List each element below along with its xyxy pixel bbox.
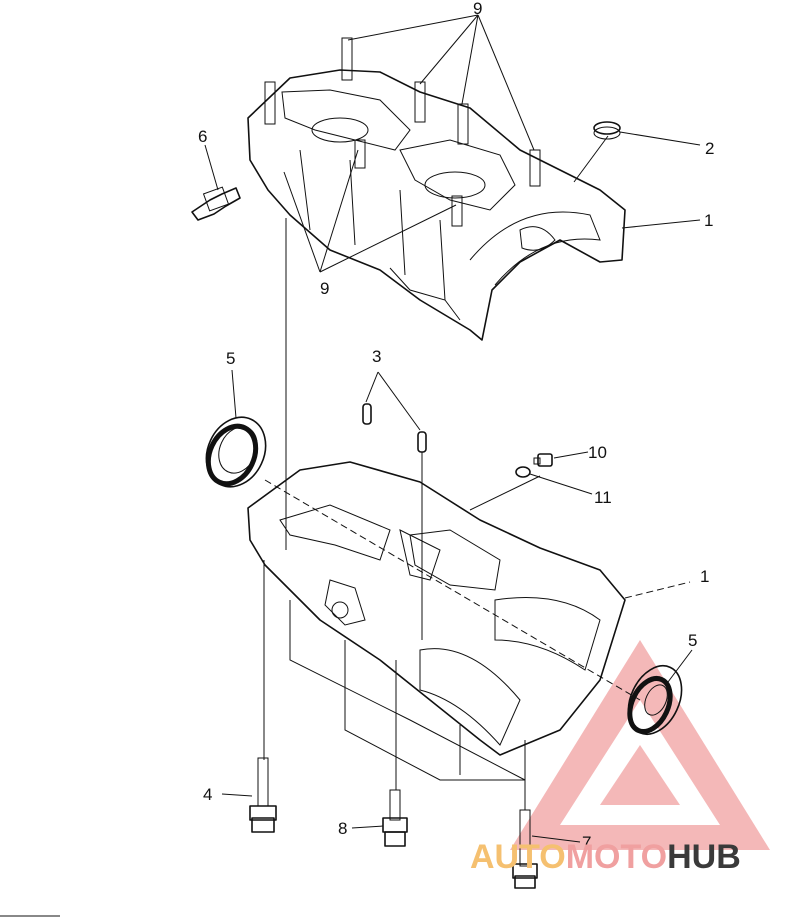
part-2-plug xyxy=(593,121,621,140)
watermark-logo xyxy=(510,640,770,850)
part-11-washer xyxy=(515,466,531,478)
watermark-wordmark: AUTOMOTOHUB xyxy=(470,838,741,876)
watermark-triangle-core xyxy=(600,745,680,805)
callout-9-top: 9 xyxy=(473,0,482,18)
part-6-sender xyxy=(191,186,241,221)
callout-1-top: 1 xyxy=(704,211,713,230)
cylinder-studs xyxy=(264,37,541,227)
callout-5-right: 5 xyxy=(688,631,697,650)
callout-2: 2 xyxy=(705,139,714,158)
alignment-lines xyxy=(263,218,691,810)
part-5-seal-left xyxy=(205,416,267,488)
callout-3: 3 xyxy=(372,347,381,366)
callout-5-left: 5 xyxy=(226,349,235,368)
svg-text:AUTOMOTOHUB: AUTOMOTOHUB xyxy=(470,838,741,876)
callout-1-bottom: 1 xyxy=(700,567,709,586)
callout-11: 11 xyxy=(594,488,612,507)
callout-9-bottom: 9 xyxy=(320,279,329,298)
leader-lines xyxy=(204,14,701,843)
watermark-moto: MOTO xyxy=(566,838,667,876)
part-4-bolt xyxy=(249,757,277,833)
watermark-hub: HUB xyxy=(667,838,741,876)
callout-8: 8 xyxy=(338,819,347,838)
part-3-dowels xyxy=(362,403,427,453)
part-10-bolt xyxy=(533,453,553,467)
part-7-bolt xyxy=(512,809,538,889)
callout-4: 4 xyxy=(203,785,212,804)
lower-crankcase xyxy=(247,461,626,781)
watermark-auto: AUTO xyxy=(470,838,566,876)
callout-labels: 9 2 6 1 9 3 5 10 11 1 5 4 8 7 xyxy=(198,0,714,852)
part-5-seal-right xyxy=(627,665,683,735)
part-8-bolt xyxy=(382,789,408,847)
callout-6: 6 xyxy=(198,127,207,146)
upper-crankcase xyxy=(247,37,626,341)
callout-7: 7 xyxy=(582,833,591,852)
callout-10: 10 xyxy=(588,443,607,462)
